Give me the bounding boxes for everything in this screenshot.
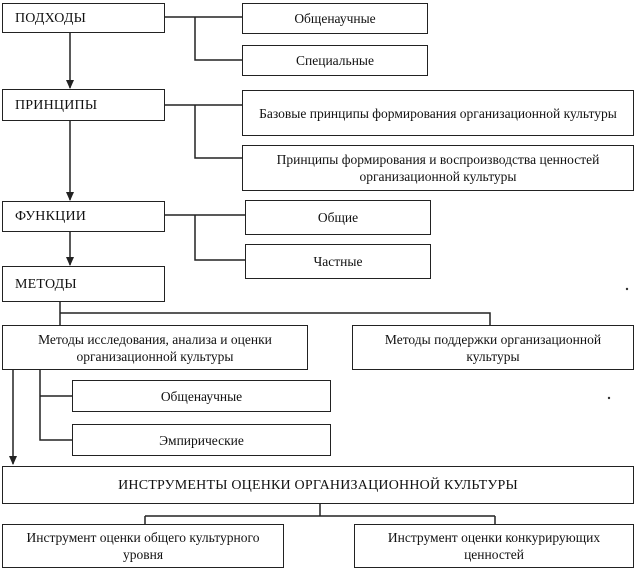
connector-methods-support [60,312,491,325]
tools-level-box: Инструмент оценки общего культурного уро… [2,524,284,568]
scan-speck [625,287,629,291]
methods-support-box: Методы поддержки организационной культур… [352,325,634,370]
functions-private-label: Частные [313,254,363,269]
methods-box: МЕТОДЫ [2,266,165,302]
principles-title: ПРИНЦИПЫ [15,97,98,113]
functions-private-box: Частные [245,244,431,279]
principles-basic-box: Базовые принципы формирования организаци… [242,90,634,136]
scan-speck [607,396,611,400]
principles-values-box: Принципы формирования и воспроизводства … [242,145,634,191]
tools-values-label: Инструмент оценки конкурирующих ценносте… [387,530,601,562]
tools-title: ИНСТРУМЕНТЫ ОЦЕНКИ ОРГАНИЗАЦИОННОЙ КУЛЬТ… [118,477,518,493]
principles-values-label: Принципы формирования и воспроизводства … [276,152,600,184]
approaches-title: ПОДХОДЫ [15,10,87,26]
connector-principles-values [194,105,242,159]
methods-support-label: Методы поддержки организационной культур… [384,331,602,364]
methods-empirical-label: Эмпирические [159,432,244,448]
functions-title: ФУНКЦИИ [15,209,87,224]
connector-approaches-special [194,17,242,61]
tools-values-box: Инструмент оценки конкурирующих ценносте… [354,524,634,568]
connector-research-empirical [39,370,72,441]
approaches-general-label: Общенаучные [294,11,376,26]
methods-research-label: Методы исследования, анализа и оценки ор… [38,331,272,364]
functions-box: ФУНКЦИИ [2,201,165,232]
tools-level-label: Инструмент оценки общего культурного уро… [26,530,260,562]
methods-empirical-box: Эмпирические [72,424,331,456]
approaches-box: ПОДХОДЫ [2,3,165,33]
connector-functions-private [194,215,245,261]
methods-title: МЕТОДЫ [15,276,77,292]
approaches-special-box: Специальные [242,45,428,76]
functions-general-label: Общие [317,210,359,225]
approaches-special-label: Специальные [296,53,374,68]
methods-general-label: Общенаучные [160,388,243,404]
methods-general-box: Общенаучные [72,380,331,412]
tools-box: ИНСТРУМЕНТЫ ОЦЕНКИ ОРГАНИЗАЦИОННОЙ КУЛЬТ… [2,466,634,504]
methods-research-box: Методы исследования, анализа и оценки ор… [2,325,308,370]
principles-basic-label: Базовые принципы формирования организаци… [259,105,617,121]
principles-box: ПРИНЦИПЫ [2,89,165,121]
approaches-general-box: Общенаучные [242,3,428,34]
functions-general-box: Общие [245,200,431,235]
